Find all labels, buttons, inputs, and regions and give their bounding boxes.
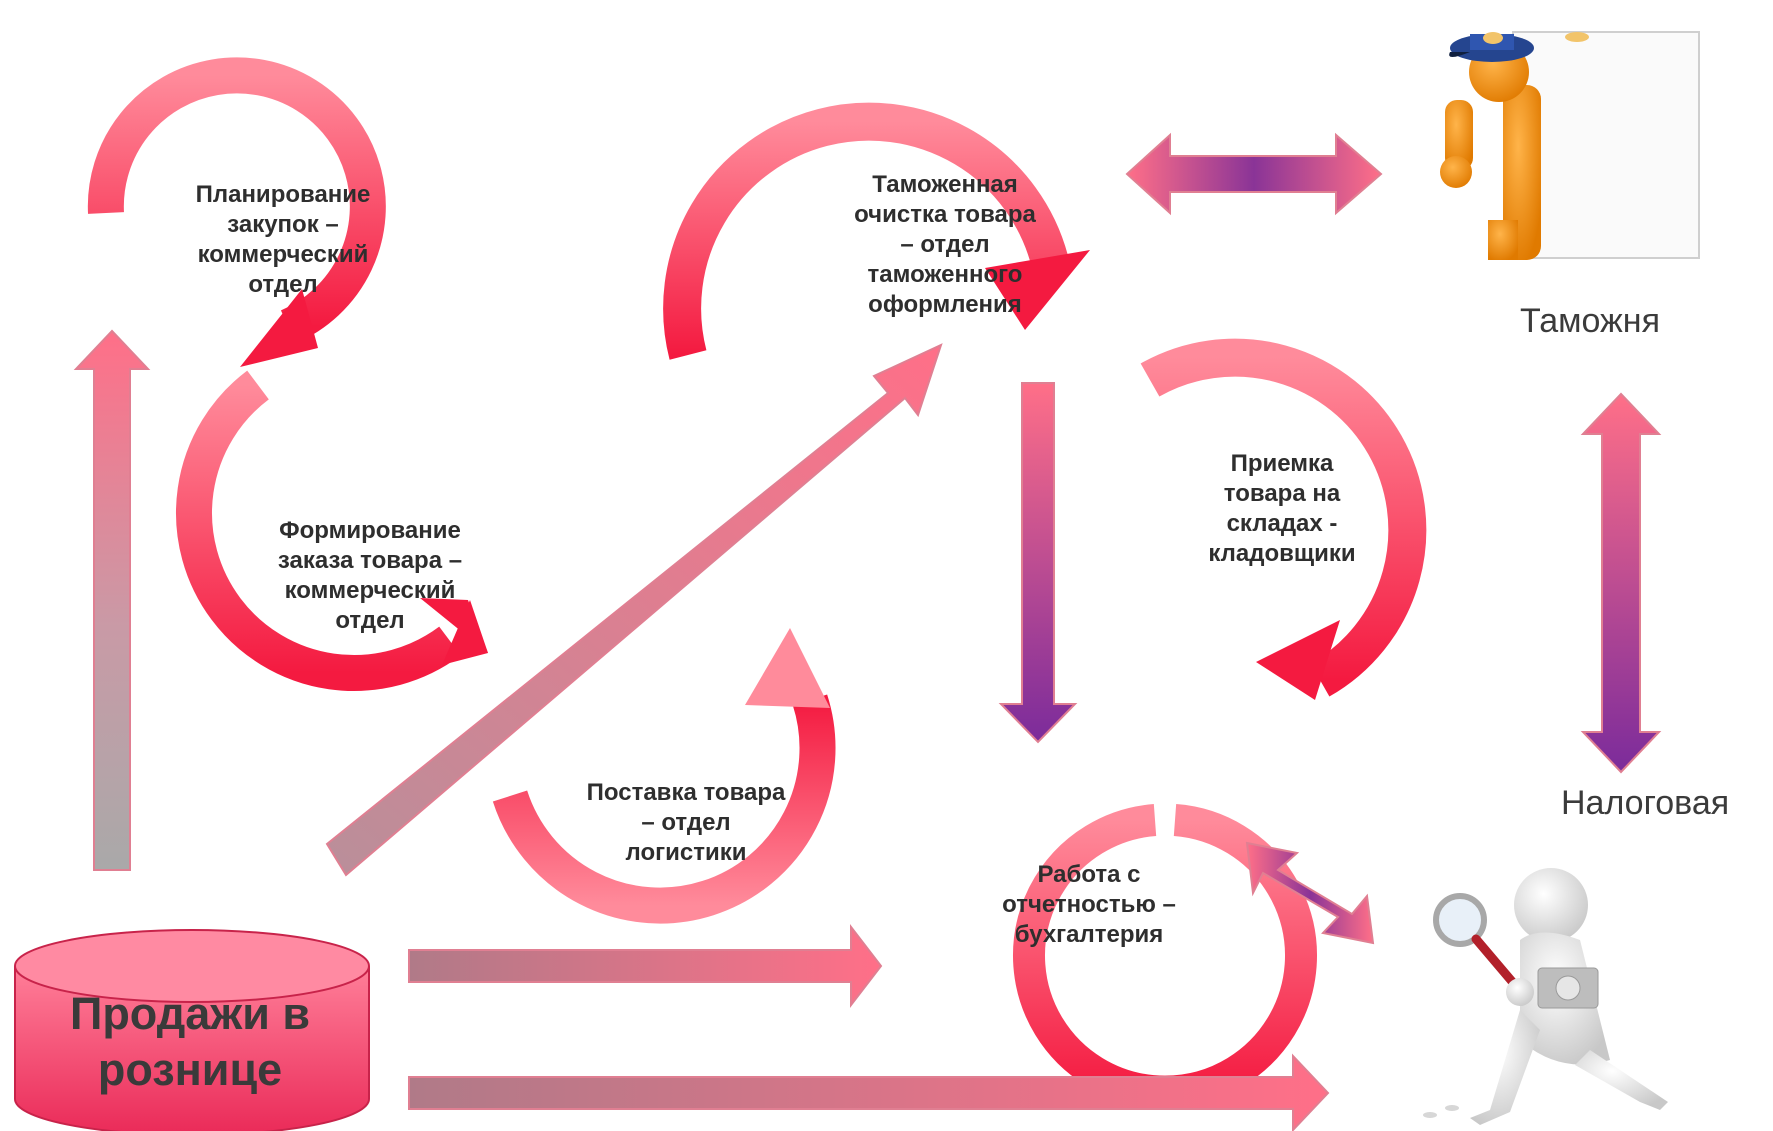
step-label-order: Формирование заказа товара – коммерчески…: [277, 517, 463, 634]
arrow-sales-to-tax: [408, 1053, 1330, 1131]
tax-authority-label: Налоговая: [1561, 784, 1730, 822]
arrow-sales-to-reporting: [408, 924, 883, 1008]
arc-delivery: [492, 628, 836, 924]
step-label-reporting: Работа с отчетностью – бухгалтерия: [1002, 861, 1176, 948]
arrow-sales-to-planning: [73, 329, 151, 871]
arc-planning: [87, 57, 386, 367]
arc-order: [176, 370, 488, 691]
arrow-customs-to-reporting: [998, 382, 1078, 744]
step-label-delivery: Поставка товара – отдел логистики: [586, 779, 786, 866]
customs-authority-label: Таможня: [1520, 302, 1660, 340]
sales-label: Продажи в рознице: [69, 988, 311, 1095]
arc-customs: [663, 102, 1090, 360]
arc-warehouse: [1140, 338, 1427, 700]
customs-officer-illustration: [1440, 31, 1700, 260]
arrow-sales-to-customs: [325, 343, 943, 877]
step-label-warehouse: Приемка товара на складах - кладовщики: [1208, 450, 1356, 567]
tax-inspector-illustration: [1423, 868, 1668, 1125]
sales-cylinder: [14, 929, 370, 1131]
arrow-customs-authority-double: [1125, 132, 1383, 216]
step-label-customs-clearance: Таможенная очистка товара – отдел таможе…: [854, 171, 1036, 318]
step-label-planning: Планирование закупок – коммерческий отде…: [195, 181, 371, 298]
arrow-reporting-tax-double: [1245, 841, 1375, 945]
arrow-customs-tax-double: [1580, 392, 1662, 774]
